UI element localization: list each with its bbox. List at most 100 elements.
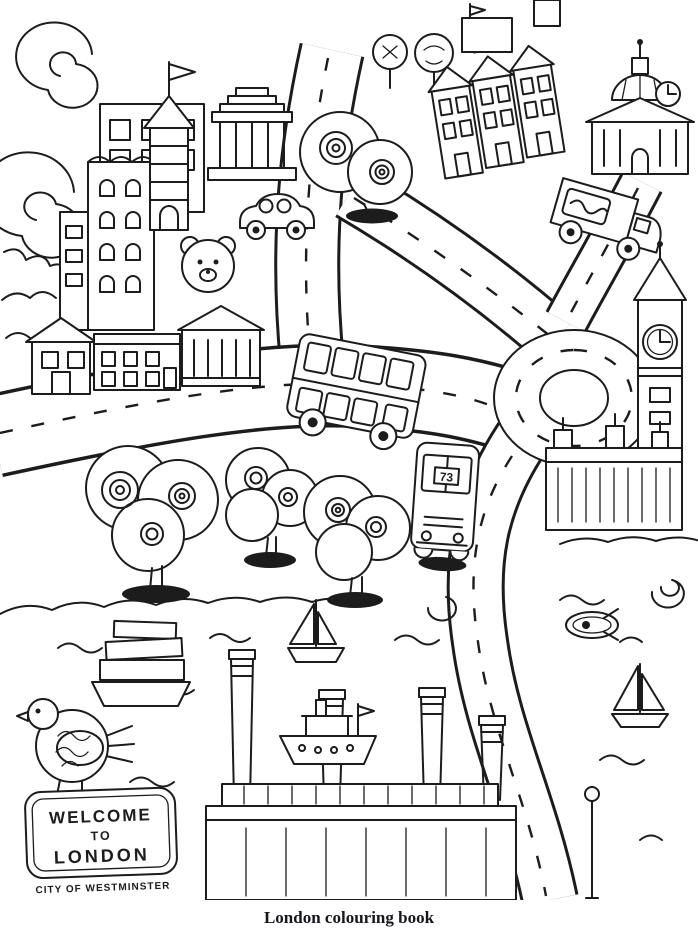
barge-hull (91, 681, 191, 707)
tail-feathers (105, 725, 135, 763)
caption: London colouring book (263, 908, 435, 927)
tree-shadow (244, 552, 296, 568)
car-body (239, 193, 315, 229)
cathedral-door (631, 148, 649, 175)
dinghy (565, 608, 619, 641)
pigeon-head (27, 698, 59, 730)
river-bank (0, 596, 357, 615)
steamboat (279, 699, 377, 765)
sail (317, 611, 337, 645)
tree-shadow (346, 208, 398, 224)
flag (168, 63, 196, 81)
grille (423, 515, 464, 529)
station-body (205, 805, 517, 900)
wave-swirl (426, 596, 457, 622)
wing (56, 730, 104, 766)
street-lamp (584, 786, 600, 899)
route-73-bus: 73 (410, 441, 481, 572)
delivery-truck (549, 177, 662, 261)
welcome-sign: WELCOME TO LONDON CITY OF WESTMINSTER (24, 786, 178, 897)
cloud-swirls (0, 21, 99, 339)
swirl-tree-right (303, 475, 411, 608)
headlight (420, 530, 432, 542)
chimney (478, 715, 506, 801)
truck-window (632, 216, 652, 235)
swirly-trees (85, 445, 411, 608)
apartment-body (87, 161, 155, 331)
museum-base (207, 167, 297, 181)
swirl-tree-large (85, 445, 219, 603)
headlight (452, 532, 464, 544)
hull (287, 647, 345, 663)
chimney (228, 649, 256, 801)
passenger-face (258, 198, 274, 214)
flag (357, 705, 375, 717)
sailboat (287, 599, 345, 663)
apartment-block (59, 156, 155, 331)
bank-columns (193, 339, 251, 377)
chimney (418, 687, 446, 801)
upper-tier (221, 783, 499, 807)
funnel (315, 699, 327, 717)
museum-portico (207, 87, 297, 181)
route-number-plate (433, 466, 461, 486)
roundabout-island (539, 369, 609, 427)
london-illustration: 73 (0, 0, 698, 900)
sail (289, 603, 315, 645)
sailboat (611, 663, 669, 728)
sign-board (24, 786, 178, 880)
oars (603, 608, 619, 641)
rooftop-flag-building (461, 0, 561, 53)
wave-swirl (650, 579, 685, 609)
bridge-road (446, 422, 579, 900)
sign-line-3: LONDON (54, 844, 151, 867)
columns (603, 129, 677, 167)
tower-roof (143, 95, 195, 129)
shop-row (25, 305, 265, 395)
sign-inner-border (31, 794, 171, 872)
north-road (274, 42, 365, 366)
river-bank (559, 536, 698, 545)
shop-door (163, 367, 177, 389)
annex (59, 211, 91, 331)
sail (641, 673, 665, 711)
route-number: 73 (439, 470, 454, 485)
small-car (239, 193, 315, 240)
bus-wheel (413, 547, 434, 559)
park-trees (372, 33, 454, 91)
river-waves (0, 536, 698, 841)
truck-logo (561, 187, 612, 226)
sail (613, 665, 639, 711)
double-decker-bus (286, 333, 427, 451)
spire (633, 257, 687, 301)
clock-hands (659, 329, 671, 343)
domed-cathedral (585, 39, 695, 175)
tower-door (159, 205, 179, 231)
bear-head (181, 239, 235, 293)
eye (35, 708, 41, 714)
shop-door (51, 371, 71, 395)
beak (16, 711, 29, 722)
columns (219, 121, 285, 169)
corner-tower (533, 0, 561, 27)
cargo-boat (91, 619, 191, 707)
swirl-tree (299, 111, 413, 224)
sign-line-1: WELCOME (49, 805, 152, 828)
passenger-face (276, 198, 292, 214)
entablature (211, 111, 293, 123)
hull (279, 735, 377, 765)
cabin (305, 715, 349, 737)
sign-subtitle: CITY OF WESTMINSTER (35, 881, 170, 897)
house-door (453, 151, 473, 178)
hull (611, 713, 669, 728)
bear-topiary (180, 236, 236, 293)
bus-shadow (418, 556, 467, 572)
tower-body (149, 127, 189, 231)
deck-line (291, 376, 420, 404)
lantern (631, 57, 649, 75)
tree-shadow (327, 592, 383, 608)
clock-hands (667, 84, 677, 95)
house-door (535, 130, 554, 157)
tree-shadow (122, 585, 190, 603)
